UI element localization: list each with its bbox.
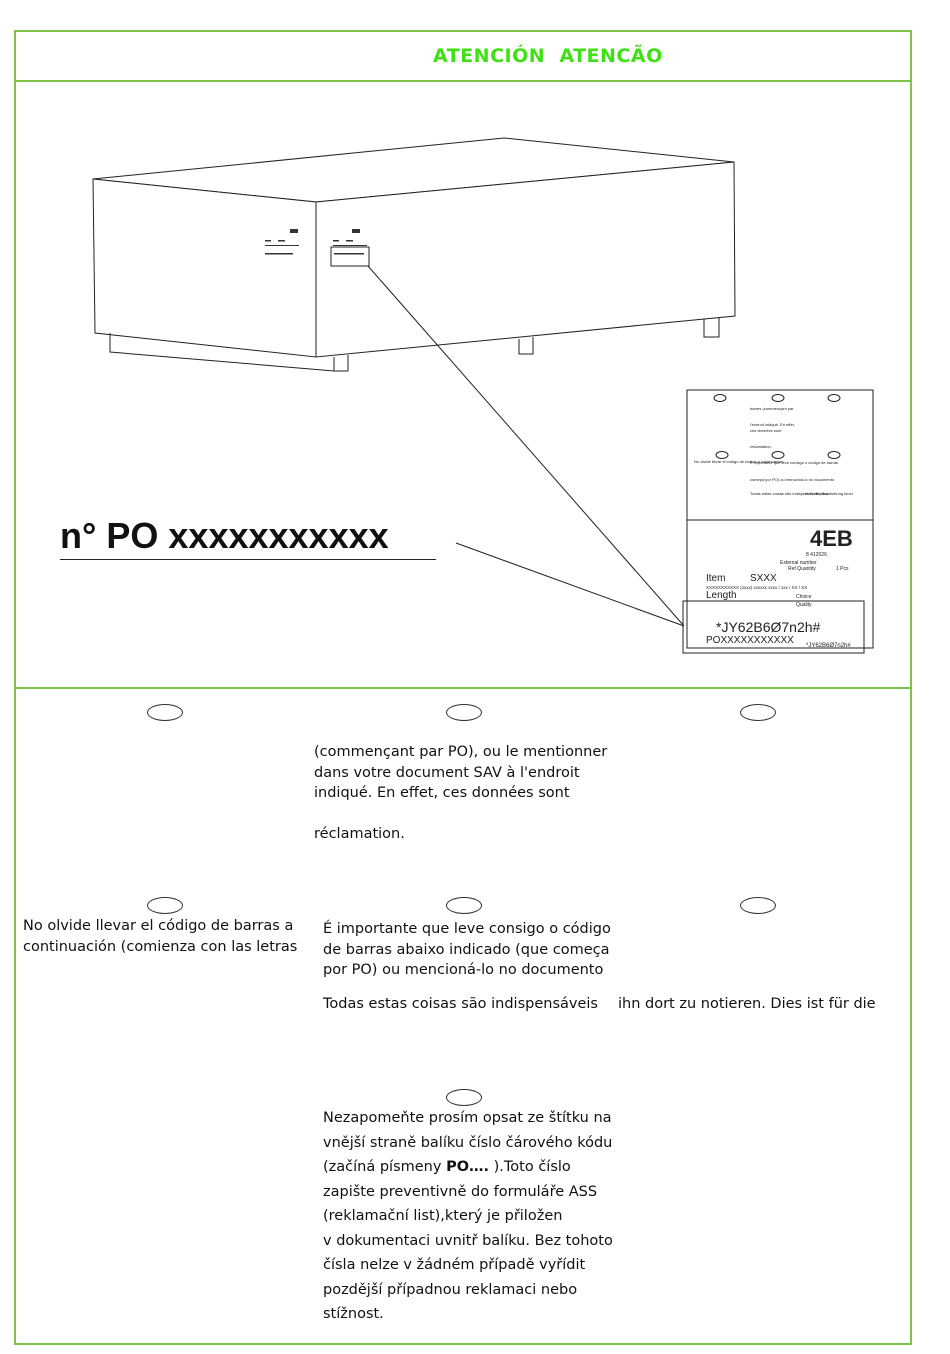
label-mini-text: Todas estas coisas são indispensáveis pa… xyxy=(750,491,829,496)
leader-line xyxy=(367,265,685,627)
label-mini-text: réclamation. xyxy=(750,444,772,449)
box-left-face xyxy=(92,178,317,358)
label-brand-code: 4EB xyxy=(810,526,853,551)
instructions-pt: É importante que leve consigo o código d… xyxy=(323,921,611,1012)
label-external-number: External number xyxy=(780,560,817,566)
section-divider xyxy=(14,687,912,689)
instructions-es: No olvide llevar el código de barras a c… xyxy=(23,918,298,955)
label-mini-text: st für die Bearbeitung einer xyxy=(805,491,854,496)
header-divider xyxy=(14,80,912,82)
hole-marker xyxy=(740,704,776,721)
label-barcode-text: *JY62B6Ø7n2h# xyxy=(716,619,821,635)
label-hole xyxy=(827,451,841,459)
label-highlight xyxy=(682,600,865,654)
hole-marker xyxy=(446,1089,482,1106)
po-underline xyxy=(60,559,436,560)
pallet-foot xyxy=(703,317,720,338)
instructions-cz: Nezapomeňte prosím opsat ze štítku na vn… xyxy=(323,1110,613,1322)
label-hole xyxy=(713,394,727,402)
instructions-de: ihn dort zu notieren. Dies ist für die xyxy=(618,996,876,1012)
hole-marker xyxy=(740,897,776,914)
page-title: ATENCIÓN ATENCÃO xyxy=(433,45,663,67)
label-hole xyxy=(827,394,841,402)
hole-marker xyxy=(147,897,183,914)
label-po-text: POXXXXXXXXXXX xyxy=(706,635,794,646)
label-item-value: SXXX xyxy=(750,573,777,584)
label-mini-text: barres (commençant par xyxy=(750,406,794,411)
leader-line xyxy=(455,542,685,627)
pallet-foot xyxy=(518,337,534,355)
label-mini-text: ces données sont xyxy=(750,428,782,433)
box-illustration: barres (commençant par l'endroit indiqué… xyxy=(92,137,874,654)
label-top-panel xyxy=(686,389,874,521)
label-length: Length xyxy=(706,590,737,601)
hole-marker xyxy=(446,704,482,721)
box-label-highlight xyxy=(330,246,370,267)
label-choice: Choice xyxy=(796,594,812,600)
label-code-line: XXXXXXXXXXX (xxxx) xxxxxx xxxx / xxx / X… xyxy=(706,585,807,590)
po-number: n° PO xxxxxxxxxxx xyxy=(60,515,389,556)
label-quality: Quality xyxy=(796,602,812,608)
label-mini-text: começa por PO) ou mencioná-lo no documen… xyxy=(750,477,835,482)
hole-marker xyxy=(147,704,183,721)
label-mini-text: No olvide llevar el código de barras a c… xyxy=(694,459,783,464)
label-mini-text: l'endroit indiqué. En effet, xyxy=(750,422,795,427)
label-hole xyxy=(771,394,785,402)
label-ref-quantity: Ref Quantity xyxy=(788,566,816,572)
label-numbers: 8 412026 xyxy=(806,552,827,558)
label-pcs: 1 Pcs xyxy=(836,566,849,572)
label-bottom-panel xyxy=(686,519,874,649)
instructions-fr: (commençant par PO), ou le mentionner da… xyxy=(314,744,608,842)
label-hole xyxy=(715,451,729,459)
label-mini-text: É importante que leve consigo o código d… xyxy=(750,460,838,465)
label-item: Item xyxy=(706,573,725,584)
label-barcode-small: *JY62B6Ø7n2h# xyxy=(806,643,851,649)
hole-marker xyxy=(446,897,482,914)
box-front-face xyxy=(315,161,736,358)
label-hole xyxy=(771,451,785,459)
